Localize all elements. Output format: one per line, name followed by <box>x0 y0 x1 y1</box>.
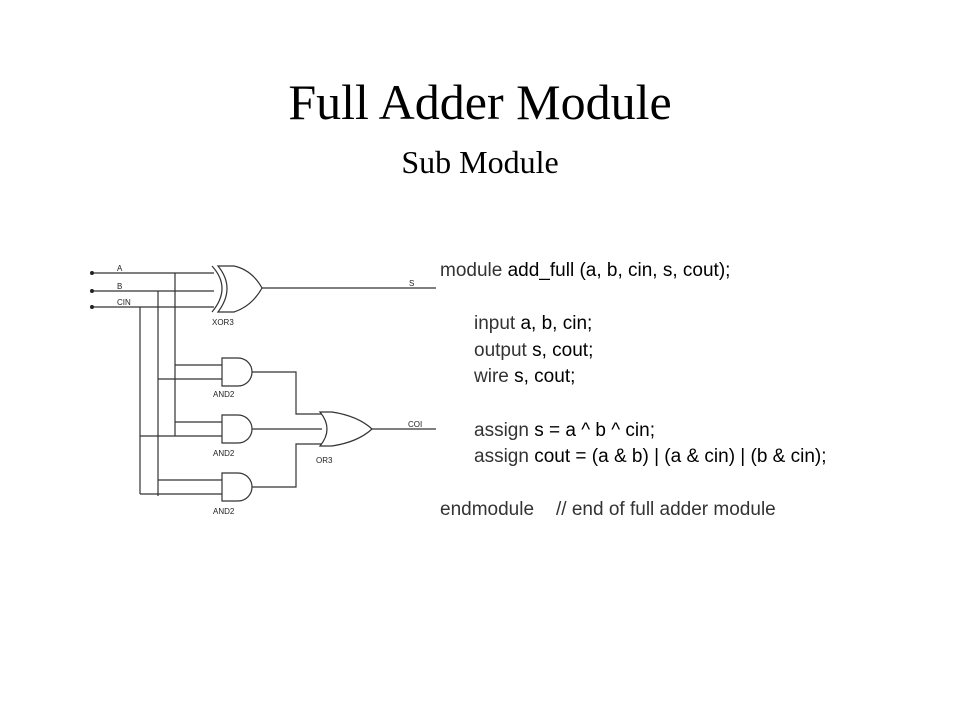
full-adder-schematic: A B CIN XOR3 AND2 AND2 AND2 OR3 S COI <box>84 258 436 528</box>
schematic-svg: A B CIN XOR3 AND2 AND2 AND2 OR3 S COI <box>90 264 436 516</box>
code-line-output: output s, cout; <box>440 338 940 365</box>
input-dot-cin <box>90 305 94 309</box>
code-assign-cout-expr: cout = (a & b) | (a & cin) | (b & cin); <box>528 446 827 468</box>
keyword-module: module <box>440 260 503 281</box>
code-module-signature: add_full (a, b, cin, s, cout); <box>502 260 731 281</box>
verilog-code-block: module add_full (a, b, cin, s, cout); in… <box>440 258 940 524</box>
keyword-input: input <box>474 313 516 335</box>
code-wire-decl: s, cout; <box>508 366 576 388</box>
and-gate-1 <box>221 357 253 387</box>
code-input-decl: a, b, cin; <box>515 313 593 335</box>
xor-gate-back <box>211 265 223 313</box>
code-end-comment: // end of full adder module <box>556 499 776 521</box>
keyword-assign-1: assign <box>474 419 529 441</box>
label-output-s: S <box>409 279 414 288</box>
code-output-decl: s, cout; <box>526 339 594 361</box>
keyword-wire: wire <box>474 366 509 388</box>
input-dot-a <box>90 271 94 275</box>
keyword-endmodule: endmodule <box>440 499 535 521</box>
code-line-assign-cout: assign cout = (a & b) | (a & cin) | (b &… <box>440 444 940 471</box>
label-and2-3: AND2 <box>213 507 235 516</box>
code-line-module: module add_full (a, b, cin, s, cout); <box>440 258 940 285</box>
and-gate-3 <box>221 472 253 502</box>
keyword-assign-2: assign <box>474 446 529 468</box>
label-or3: OR3 <box>316 456 333 465</box>
label-xor3: XOR3 <box>212 318 234 327</box>
or-gate <box>318 411 373 447</box>
keyword-output: output <box>474 339 527 361</box>
xor-gate <box>216 265 263 313</box>
label-output-cout: COI <box>408 420 422 429</box>
slide-title: Full Adder Module <box>288 74 672 130</box>
code-line-wire: wire s, cout; <box>440 364 940 391</box>
code-line-endmodule: endmodule // end of full adder module <box>440 497 940 524</box>
label-and2-2: AND2 <box>213 449 235 458</box>
label-and2-1: AND2 <box>213 390 235 399</box>
slide-subtitle: Sub Module <box>401 144 559 180</box>
label-input-b: B <box>117 282 122 291</box>
code-line-assign-s: assign s = a ^ b ^ cin; <box>440 418 940 445</box>
input-dot-b <box>90 289 94 293</box>
code-assign-s-expr: s = a ^ b ^ cin; <box>528 419 656 441</box>
and-gate-2 <box>221 414 253 444</box>
code-line-input: input a, b, cin; <box>440 311 940 338</box>
label-input-a: A <box>117 264 123 273</box>
label-input-cin: CIN <box>117 298 131 307</box>
